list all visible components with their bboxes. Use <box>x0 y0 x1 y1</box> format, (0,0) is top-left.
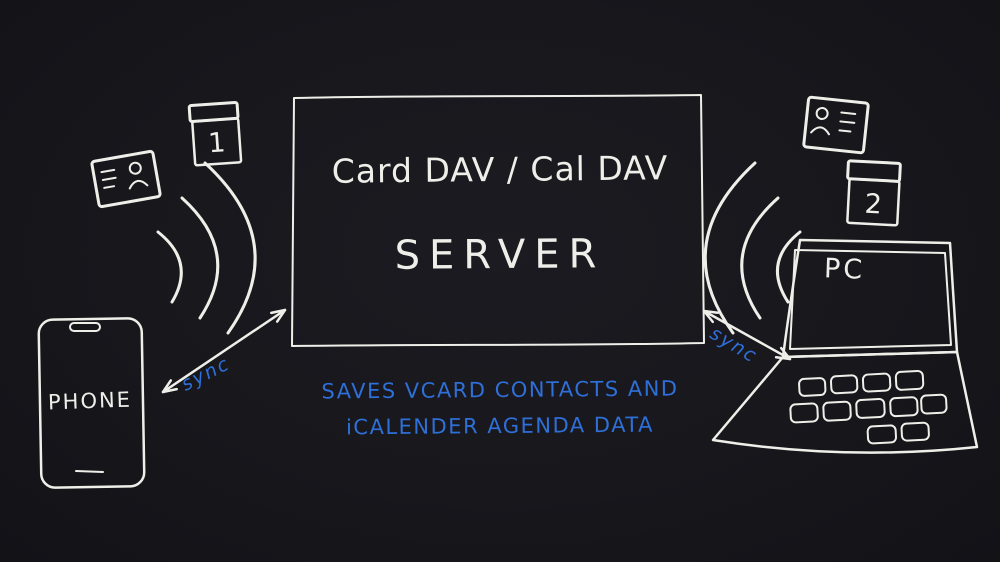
contact-person-icon <box>815 106 829 120</box>
tagline-line1: SAVES VCARD CONTACTS AND <box>321 376 679 404</box>
contact-lines-icon <box>838 111 857 133</box>
pc-label: PC <box>823 253 866 286</box>
contact-card-left-icon <box>90 149 162 209</box>
sync-arrow-left <box>161 308 287 394</box>
server-subtitle: SERVER <box>394 231 606 279</box>
calendar-left-icon: 1 <box>187 100 243 167</box>
calendar-right-icon: 2 <box>846 159 902 227</box>
contact-card-right-icon <box>802 95 870 155</box>
contact-person-icon <box>128 161 142 175</box>
contact-lines-icon <box>100 168 117 189</box>
calendar-number: 2 <box>864 189 883 221</box>
tagline-line2: iCALENDER AGENDA DATA <box>345 412 655 440</box>
phone-home-bar-icon <box>75 470 104 473</box>
wifi-signal-right-icon <box>703 161 802 335</box>
server-box <box>291 94 705 347</box>
calendar-number: 1 <box>207 127 226 159</box>
laptop-keys-icon <box>789 369 948 445</box>
phone-icon <box>37 317 146 489</box>
phone-notch-icon <box>69 322 101 332</box>
wifi-signal-left-icon <box>156 161 257 335</box>
sync-arrow-right <box>702 309 792 361</box>
laptop-icon <box>711 238 979 454</box>
server-title: Card DAV / Cal DAV <box>331 148 669 191</box>
phone-label: PHONE <box>47 387 133 415</box>
